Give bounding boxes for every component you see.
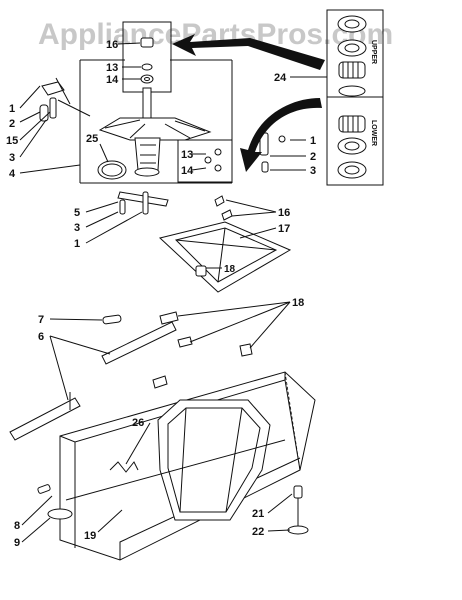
right-leveling-leg [287,485,309,535]
spring-clip-26 [109,461,139,473]
callout-21: 21 [252,508,264,520]
shaft-top-parts [140,37,154,84]
callout-14-top: 14 [106,74,119,86]
callout-8: 8 [14,520,20,532]
callout-3-right: 3 [310,165,316,177]
left-fasteners [39,77,91,122]
callout-2-left: 2 [9,118,15,130]
upper-assembly-box [79,21,233,184]
callout-13-top: 13 [106,62,118,74]
callout-3-bottom: 3 [74,222,80,234]
callout-3-left: 3 [9,152,15,164]
callout-16-bottom: 16 [278,207,290,219]
callout-7: 7 [38,314,44,326]
callout-1-bottom: 1 [74,238,80,250]
bearing-kit-box [326,9,384,186]
support-frame-17 [158,195,292,293]
callout-19: 19 [84,530,96,542]
leader-lines [19,42,327,543]
pointer-arrows [172,34,325,172]
callout-1-right: 1 [310,135,316,147]
callout-2-right: 2 [310,151,316,163]
callout-4: 4 [9,168,16,180]
left-leveling-leg [37,480,73,520]
callout-26: 26 [132,417,144,429]
lower-label: LOWER [370,120,377,146]
transmission-assembly [98,87,212,177]
mid-hardware [101,311,253,389]
callout-15: 15 [6,135,18,147]
callout-18-frame: 18 [224,264,236,275]
base-frame-19 [59,371,316,561]
callout-22: 22 [252,526,264,538]
callout-13-right: 13 [181,149,193,161]
callout-18-mid: 18 [292,297,304,309]
callout-6: 6 [38,331,44,343]
callout-1-left: 1 [9,103,15,115]
callout-5: 5 [74,207,80,219]
callout-14-right: 14 [181,165,194,177]
callout-9: 9 [14,537,20,549]
side-rail [9,392,81,441]
lower-bracket [117,191,169,215]
callout-17: 17 [278,223,290,235]
callout-25: 25 [86,133,98,145]
right-fasteners [204,132,286,173]
bellows-part-25 [97,160,127,180]
callout-24: 24 [274,72,287,84]
upper-label: UPPER [370,40,377,64]
callout-16-top: 16 [106,39,118,51]
